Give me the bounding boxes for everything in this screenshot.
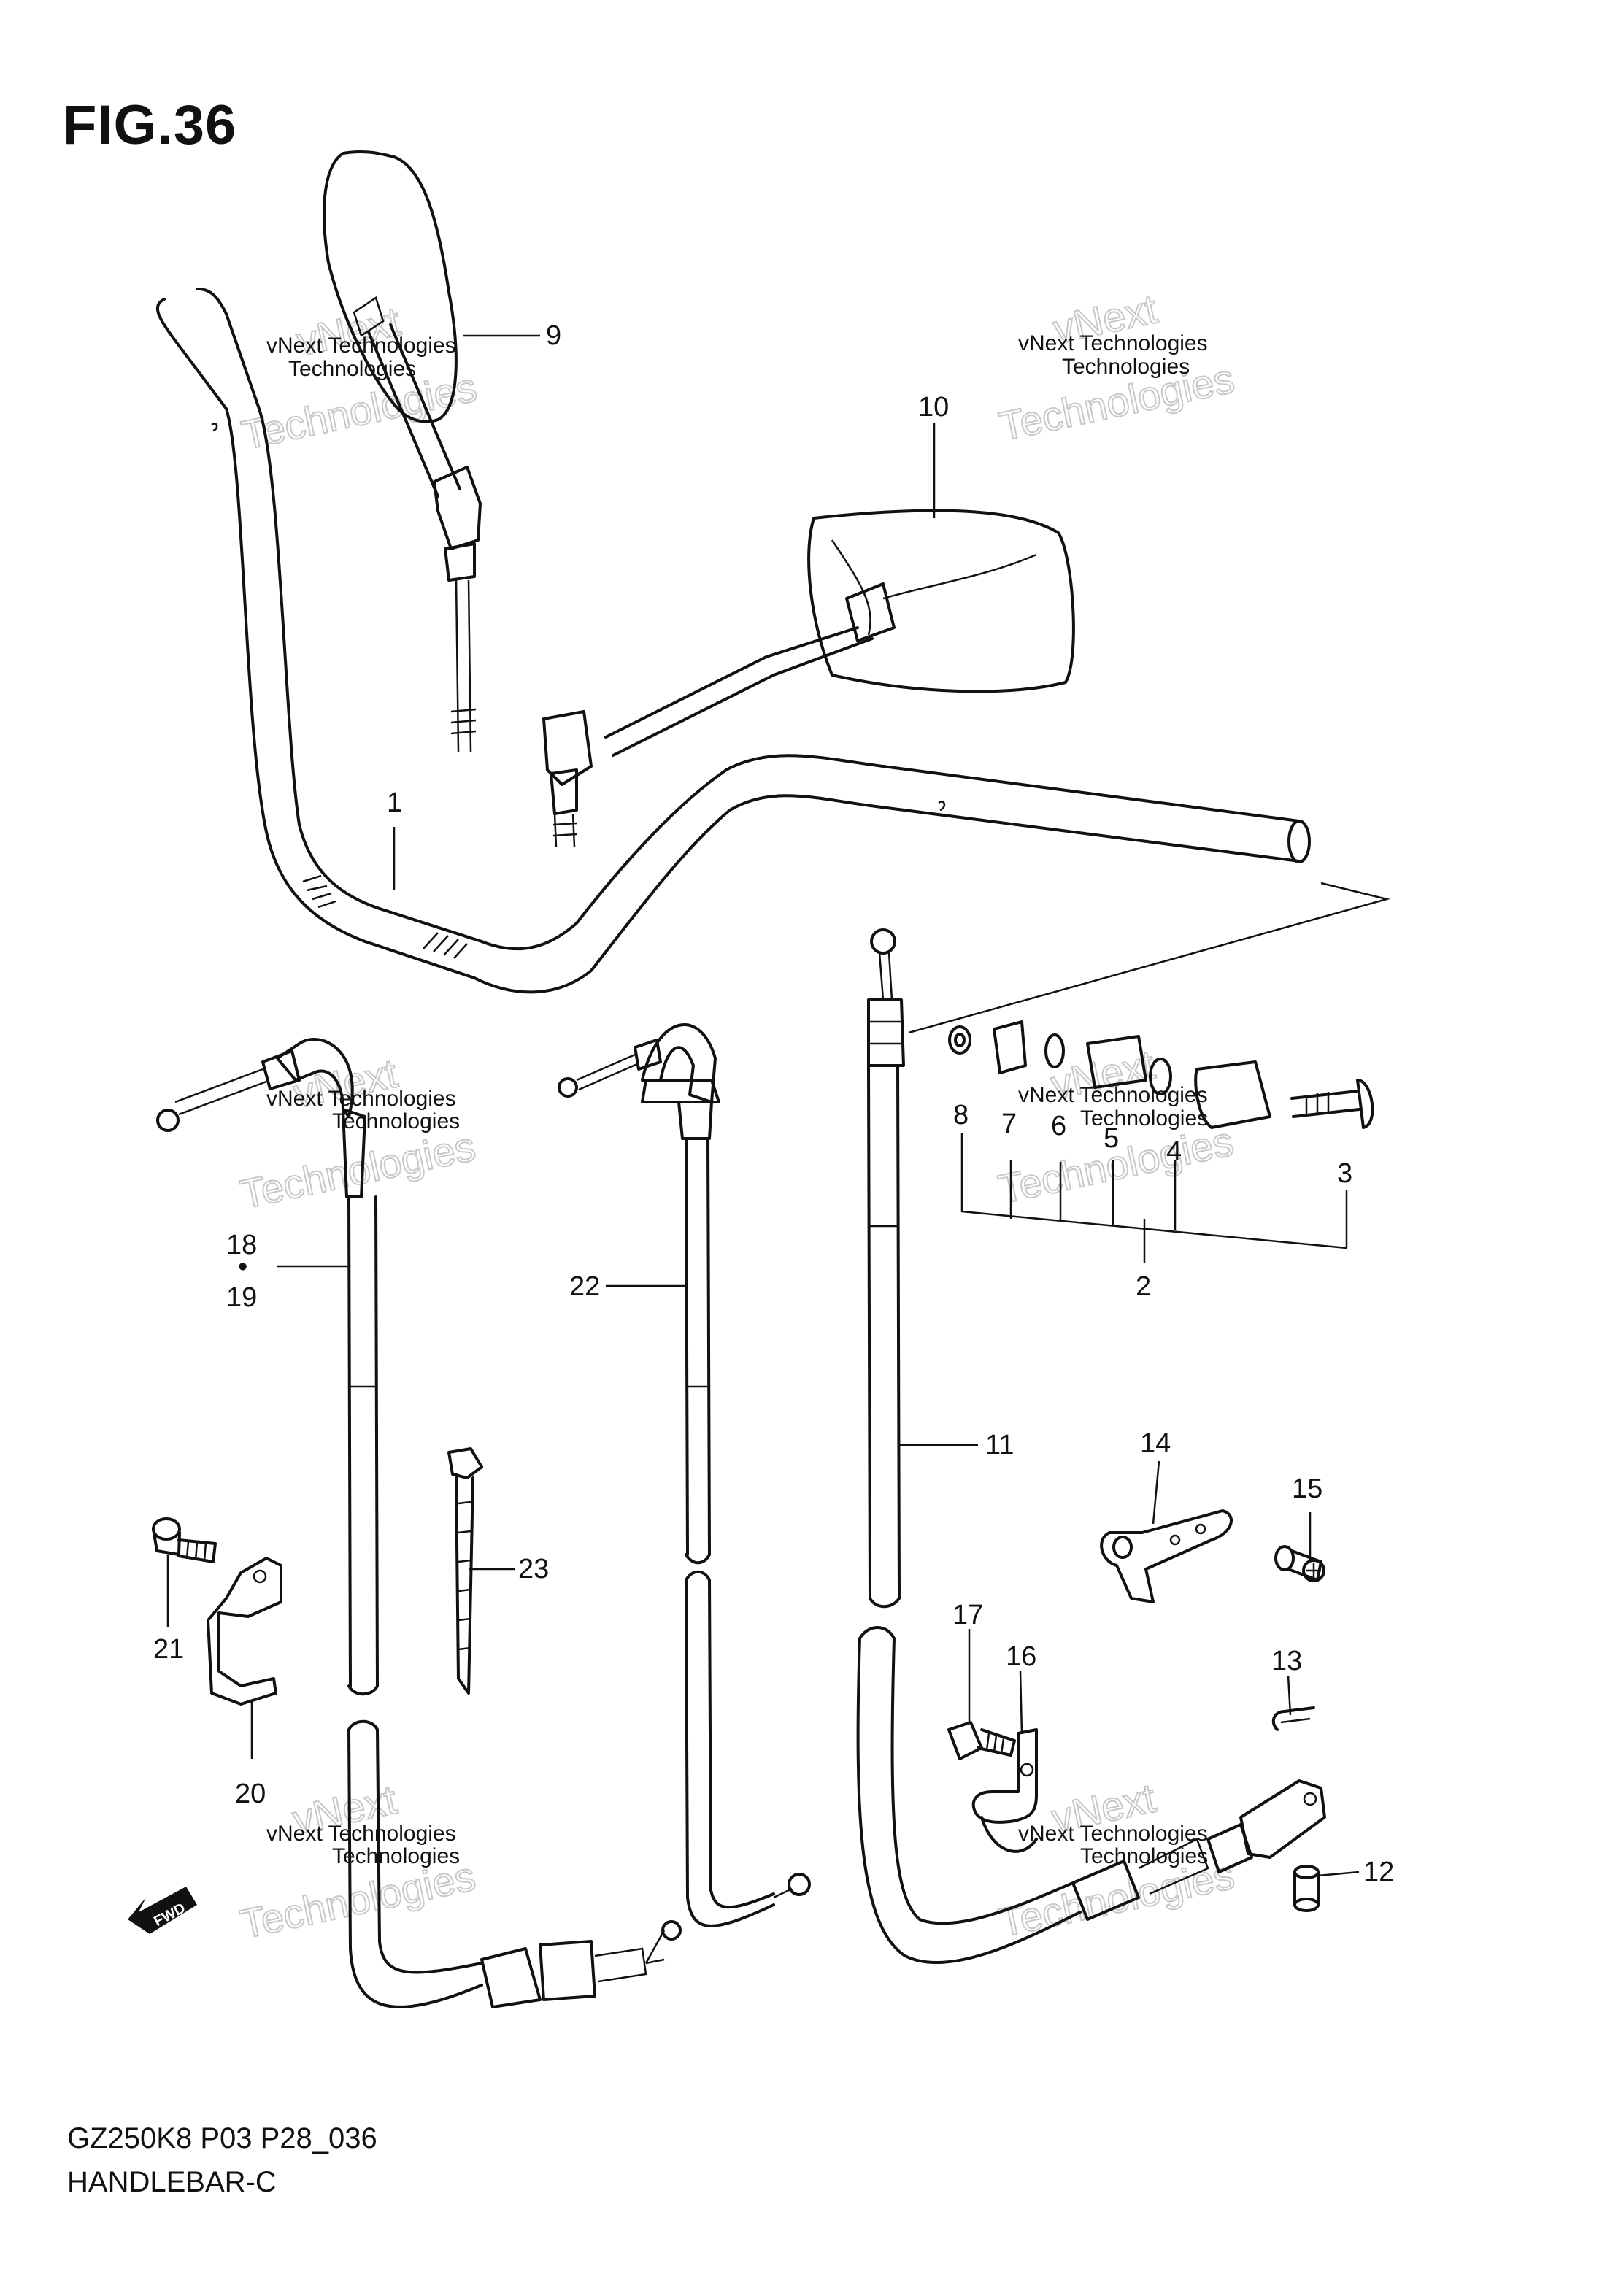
- callout-12: 12: [1363, 1857, 1394, 1887]
- callout-6: 6: [1051, 1111, 1066, 1141]
- handlebar-part: [155, 287, 1390, 1034]
- watermark-text: vNext Technologies: [266, 1087, 456, 1111]
- clevis-pin-part: [1293, 1865, 1320, 1912]
- cable-tie-part: [447, 1447, 483, 1695]
- callout-19: 19: [226, 1282, 257, 1313]
- callout-5: 5: [1104, 1123, 1119, 1154]
- watermark-text: vNext Technologies: [1018, 1822, 1208, 1846]
- forward-direction-badge: FWD: [128, 1887, 197, 1934]
- callout-2: 2: [1136, 1271, 1151, 1302]
- bolt-part: [947, 1721, 1016, 1760]
- watermark-text: Technologies: [1080, 1106, 1208, 1130]
- watermark-text: Technologies: [332, 1844, 460, 1868]
- callout-21: 21: [153, 1634, 184, 1665]
- watermark-text: Technologies: [1062, 355, 1190, 379]
- callout-3: 3: [1337, 1158, 1352, 1189]
- callout-4: 4: [1166, 1136, 1182, 1167]
- watermark-group: Technologies vNext vNext Technologies Te…: [236, 285, 1239, 1948]
- callout-11: 11: [985, 1430, 1014, 1460]
- watermark-text: vNext Technologies: [1018, 1083, 1208, 1107]
- bracket-bolt-part: [152, 1517, 217, 1563]
- clevis-end-part: [1239, 1779, 1326, 1859]
- watermark-text: Technologies: [288, 357, 416, 381]
- callout-18: 18: [226, 1230, 257, 1260]
- balancer-assembly-part: [948, 1020, 1374, 1129]
- holder-bracket-part: [207, 1557, 282, 1706]
- callout-17: 17: [952, 1600, 983, 1630]
- clutch-cable-part: [856, 928, 1253, 1965]
- callout-22: 22: [569, 1271, 600, 1302]
- cable-clamp-part: [971, 1728, 1038, 1853]
- callout-10: 10: [918, 392, 949, 423]
- left-mirror-part: [323, 150, 482, 752]
- callout-18-19-separator: •: [238, 1252, 247, 1282]
- right-mirror-part: [542, 509, 1075, 847]
- model-code: GZ250K8 P03 P28_036: [67, 2122, 377, 2154]
- watermark-text: Technologies: [236, 1122, 480, 1217]
- callout-20: 20: [235, 1779, 266, 1809]
- callout-labels: 9 10 1 8 7 6 5 4 3 2 18 • 19 22 11 14 15…: [153, 320, 1394, 1887]
- cotter-pin-part: [1271, 1706, 1315, 1731]
- screw-part: [1274, 1545, 1325, 1582]
- watermark-text: Technologies: [1080, 1844, 1208, 1868]
- callout-23: 23: [518, 1554, 549, 1584]
- callout-16: 16: [1006, 1641, 1036, 1672]
- throttle-cable-part: [156, 1038, 682, 2008]
- callout-14: 14: [1140, 1428, 1171, 1459]
- callout-7: 7: [1001, 1109, 1017, 1139]
- leader-lines: [166, 334, 1360, 1877]
- section-name: HANDLEBAR-C: [67, 2166, 277, 2198]
- return-cable-part: [558, 1023, 811, 1927]
- watermark-text: vNext Technologies: [1018, 331, 1208, 355]
- figure-title: FIG.36: [63, 94, 237, 156]
- callout-8: 8: [953, 1100, 969, 1130]
- callout-13: 13: [1271, 1646, 1302, 1676]
- callout-1: 1: [387, 787, 402, 818]
- callout-9: 9: [546, 320, 561, 351]
- cable-bracket-part: [1100, 1509, 1233, 1603]
- watermark-text: vNext Technologies: [266, 1822, 456, 1846]
- callout-15: 15: [1292, 1473, 1322, 1504]
